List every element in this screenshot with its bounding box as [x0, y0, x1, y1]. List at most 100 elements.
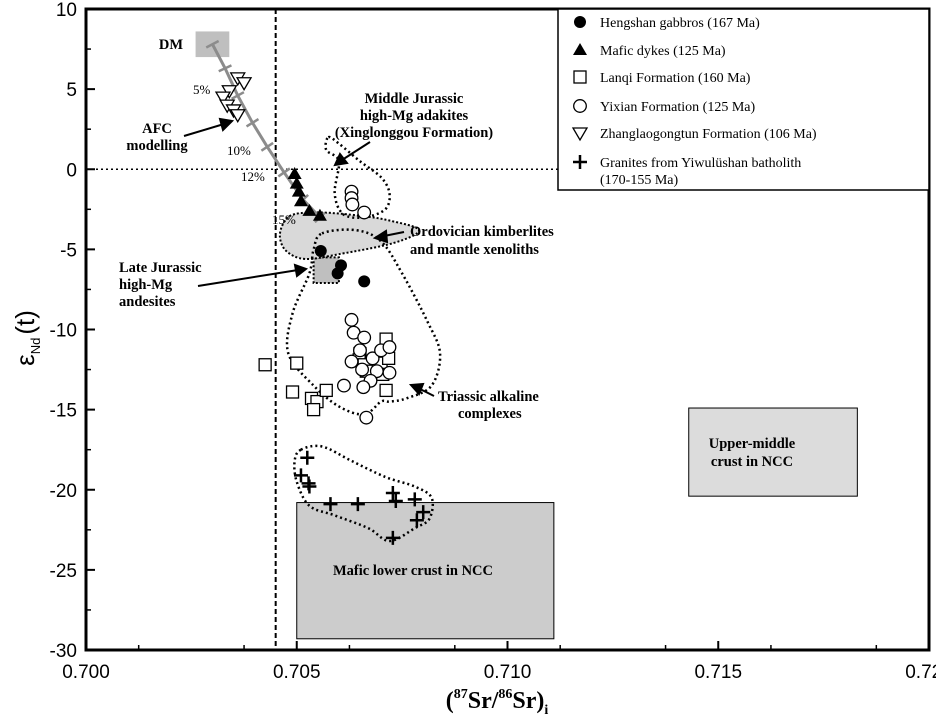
yiwulushan-granite-point	[350, 497, 365, 512]
mafic-dyke-point	[289, 176, 304, 189]
y-tick-label: 5	[66, 80, 77, 101]
late-jurassic-label-line1: Late Jurassic	[119, 260, 202, 276]
yiwulushan-granite-point	[388, 493, 403, 508]
afc-pct-5: 5%	[193, 82, 211, 97]
yiwulushan-granite-point	[293, 468, 308, 483]
legend-marker-mafic-dyke	[573, 43, 587, 55]
x-tick-label: 0.720	[905, 662, 936, 683]
lanqi-formation-point	[379, 383, 393, 398]
afc-curve-tick	[218, 64, 232, 73]
yixian-formation-point	[356, 380, 371, 395]
yixian-formation-point	[357, 330, 372, 345]
field-ordovician-kimberlites	[278, 211, 420, 261]
mafic-lower-crust-label: Mafic lower crust in NCC	[333, 563, 493, 579]
afc-curve-line	[211, 43, 322, 219]
field-upper-middle-crust	[688, 407, 858, 497]
zhanglaogongtun-formation-point	[214, 91, 232, 106]
lanqi-formation-point	[319, 383, 333, 398]
legend-label-zhanglaogongtun: Zhanglaogongtun Formation (106 Ma)	[600, 127, 817, 142]
legend-label-granites: Granites from Yiwulüshan batholith	[600, 156, 801, 171]
legend-marker-yixian-formation	[573, 99, 587, 113]
afc-pct-12: 12%	[241, 169, 265, 184]
triassic-arrow	[408, 382, 435, 397]
afc-curve-tick	[245, 118, 260, 128]
late-jurassic-arrow	[197, 263, 309, 287]
yixian-formation-point	[353, 343, 367, 358]
yixian-formation-point	[359, 410, 374, 425]
yixian-formation-point	[344, 354, 359, 369]
legend-marker-zhanglaogongtun-formation	[571, 127, 589, 142]
lanqi-formation-point	[258, 358, 272, 372]
upper-middle-crust-label-line1: Upper-middle	[709, 436, 796, 452]
yiwulushan-granite-point	[323, 497, 338, 512]
y-tick-label: 10	[56, 0, 77, 21]
y-tick-label: -15	[50, 401, 77, 422]
zhanglaogongtun-formation-point	[229, 109, 246, 124]
ordovician-label-line1: Ordovician kimberlites	[410, 224, 554, 240]
afc-pct-10: 10%	[227, 143, 251, 158]
mid-jurassic-label-line2: high-Mg adakites	[360, 108, 469, 124]
svg-text:εNd(t): εNd(t)	[10, 310, 43, 366]
x-tick-label: 0.710	[484, 662, 532, 683]
hengshan-gabbro-point	[358, 275, 371, 288]
mafic-dyke-point	[291, 184, 306, 197]
lanqi-formation-point	[290, 356, 304, 370]
y-axis-title: εNd(t)	[10, 310, 43, 366]
legend-marker-lanqi-formation	[573, 70, 587, 84]
yixian-formation-point	[355, 362, 370, 377]
mafic-dyke-point	[302, 203, 317, 216]
x-tick-label: 0.715	[694, 662, 742, 683]
yiwulushan-granite-point	[385, 530, 400, 545]
x-tick-label: 0.700	[62, 662, 110, 683]
afc-label-line1: AFC	[142, 121, 172, 137]
legend-marker-yiwulushan-granite	[573, 155, 587, 169]
yixian-formation-point	[382, 340, 397, 355]
yixian-formation-point	[337, 378, 351, 393]
ordovician-label-line2: and mantle xenoliths	[410, 242, 539, 258]
yixian-formation-point	[345, 197, 360, 212]
y-tick-label: -10	[50, 321, 77, 342]
upper-middle-crust-label-line2: crust in NCC	[711, 454, 793, 470]
mafic-dyke-point	[312, 208, 327, 221]
legend-marker-hengshan-gabbro	[574, 16, 586, 28]
y-tick-label: -30	[50, 641, 77, 662]
y-tick-label: -25	[50, 561, 77, 582]
yiwulushan-granite-point	[302, 479, 317, 494]
legend-label-hengshan: Hengshan gabbros (167 Ma)	[600, 16, 760, 31]
afc-curve-tick	[205, 39, 220, 49]
legend-label-mafic-dykes: Mafic dykes (125 Ma)	[600, 44, 726, 59]
x-axis-title: (87Sr/86Sr)i	[446, 687, 549, 717]
yiwulushan-granite-point	[409, 513, 424, 528]
field-granites-outline	[293, 444, 435, 543]
x-tick-label: 0.705	[273, 662, 321, 683]
ordovician-arrow	[372, 229, 405, 244]
mid-jurassic-label-line3: (Xinglonggou Formation)	[335, 125, 493, 141]
afc-arrow	[183, 117, 235, 137]
legend-label-granites-age: (170-155 Ma)	[600, 173, 678, 188]
y-tick-label: 0	[66, 160, 77, 181]
yiwulushan-granite-point	[407, 492, 422, 507]
y-axis-title-sub: Nd	[28, 338, 43, 355]
yixian-formation-point	[382, 365, 397, 380]
triassic-label-line2: complexes	[458, 406, 522, 422]
svg-text:(87Sr/86Sr)i: (87Sr/86Sr)i	[446, 687, 549, 717]
afc-pct-15: 15%	[272, 212, 296, 227]
mafic-dyke-point	[287, 167, 302, 180]
late-jurassic-label-line3: andesites	[119, 294, 176, 310]
yiwulushan-granite-point	[416, 505, 431, 520]
triassic-label-line1: Triassic alkaline	[438, 389, 539, 405]
mafic-dyke-point	[293, 194, 308, 207]
hengshan-gabbro-point	[314, 244, 327, 257]
y-tick-label: -20	[50, 481, 77, 502]
legend-label-lanqi: Lanqi Formation (160 Ma)	[600, 71, 751, 86]
yixian-formation-point	[357, 205, 372, 220]
legend-label-yixian: Yixian Formation (125 Ma)	[600, 100, 755, 115]
legend: Hengshan gabbros (167 Ma) Mafic dykes (1…	[557, 8, 930, 191]
afc-curve-tick	[260, 141, 274, 152]
late-jurassic-label-line2: high-Mg	[119, 277, 173, 293]
y-axis-title-epsilon: ε	[10, 354, 40, 366]
zhanglaogongtun-formation-point	[235, 77, 253, 92]
dm-label: DM	[159, 37, 183, 53]
lanqi-formation-point	[285, 385, 300, 399]
mid-jurassic-arrow	[333, 141, 371, 167]
